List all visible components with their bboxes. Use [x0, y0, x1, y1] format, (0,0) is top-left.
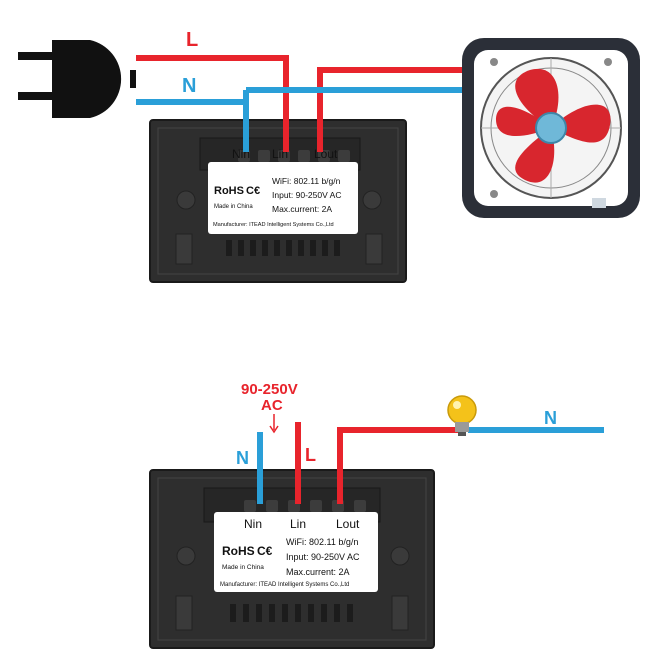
rohs-mark-1: RoHS: [214, 185, 244, 197]
wire-label-n-right-2: N: [544, 408, 557, 428]
diagram-fan: Nin Lin Lout RoHS C€ Made in China WiFi:…: [18, 29, 640, 283]
terminal-nin-2: Nin: [244, 517, 262, 531]
switch-panel-2: Nin Lin Lout RoHS C€ Made in China WiFi:…: [149, 469, 435, 649]
manufacturer-2: Manufacturer: ITEAD Intelligent Systems …: [220, 582, 349, 588]
wifi-spec-1: WiFi: 802.11 b/g/n: [272, 176, 341, 186]
wire-label-l-1: L: [186, 29, 198, 51]
live-out-wire-1: [317, 67, 462, 152]
wire-label-n-left-2: N: [236, 448, 249, 468]
fan-icon: [462, 38, 640, 218]
live-out-wire-2: [337, 427, 458, 504]
made-in-2: Made in China: [222, 564, 264, 571]
terminal-lin-2: Lin: [290, 517, 306, 531]
wire-label-n-1: N: [182, 75, 196, 97]
ce-mark-2: C€: [257, 544, 273, 558]
diagram-bulb: Nin Lin Lout RoHS C€ Made in China WiFi:…: [149, 381, 604, 649]
manufacturer-1: Manufacturer: ITEAD Intelligent Systems …: [213, 222, 334, 228]
spec-label-1: [208, 162, 358, 234]
ce-mark-1: C€: [246, 185, 260, 197]
live-wire-1: [136, 55, 289, 152]
wire-label-l-2: L: [305, 445, 316, 465]
voltage-label-line1: 90-250V: [241, 381, 298, 398]
input-spec-2: Input: 90-250V AC: [286, 552, 360, 562]
arrow-down-icon: [269, 414, 279, 434]
switch-panel-1: Nin Lin Lout RoHS C€ Made in China WiFi:…: [149, 119, 407, 283]
plug-icon: [18, 40, 136, 118]
made-in-1: Made in China: [214, 204, 253, 210]
input-spec-1: Input: 90-250V AC: [272, 190, 341, 200]
current-spec-1: Max.current: 2A: [272, 204, 332, 214]
spec-label-2: [214, 512, 378, 592]
terminal-lout-2: Lout: [336, 517, 360, 531]
current-spec-2: Max.current: 2A: [286, 567, 350, 577]
wifi-spec-2: WiFi: 802.11 b/g/n: [286, 537, 358, 547]
rohs-mark-2: RoHS: [222, 544, 255, 558]
bulb-icon: [447, 395, 477, 436]
voltage-label-line2: AC: [261, 397, 283, 414]
